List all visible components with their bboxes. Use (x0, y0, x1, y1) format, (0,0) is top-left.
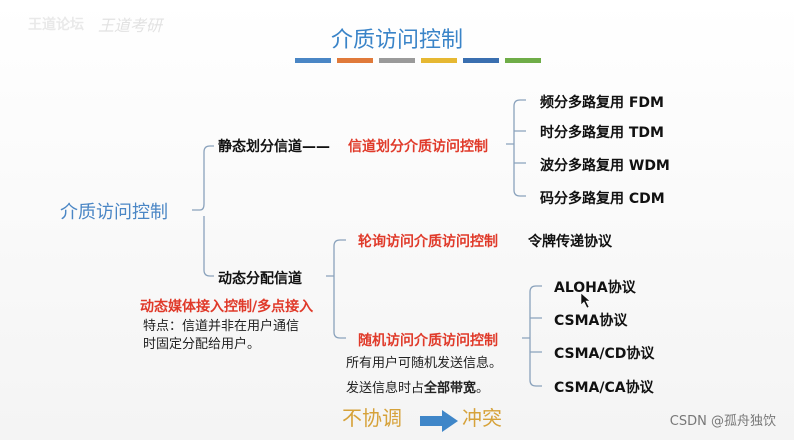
random-note-suffix: 。 (476, 381, 490, 396)
random-note-prefix: 发送信息时占 (346, 381, 425, 396)
channel-partition-mac-label: 信道划分介质访问控制 (348, 139, 488, 155)
protocol-csma-cd: CSMA/CD协议 (554, 346, 655, 362)
title-stripe (421, 58, 457, 63)
dynamic-media-access-label: 动态媒体接入控制/多点接入 (140, 299, 314, 315)
root-node-label: 介质访问控制 (60, 202, 168, 223)
collision-word: 冲突 (462, 406, 502, 430)
static-item-wdm: 波分多路复用 WDM (540, 158, 670, 174)
random-note-line2: 发送信息时占全部带宽。 (346, 380, 489, 398)
dynamic-brace (326, 239, 346, 339)
static-item-tdm: 时分多路复用 TDM (540, 125, 664, 141)
title-stripe (463, 58, 499, 63)
dynamic-feature-note-line1: 特点：信道并非在用户通信 (143, 319, 300, 334)
title-stripe (295, 58, 331, 63)
title-color-stripes (295, 58, 541, 63)
random-note-line1: 所有用户可随机发送信息。 (346, 356, 503, 371)
random-brace (522, 285, 542, 387)
right-arrow-icon (420, 410, 458, 432)
polling-mac-label: 轮询访问介质访问控制 (358, 234, 498, 250)
dynamic-feature-note-line2: 时固定分配给用户。 (143, 337, 261, 352)
forum-logo-text: 王道论坛 (28, 17, 84, 33)
root-brace (192, 145, 214, 277)
random-access-mac-label: 随机访问介质访问控制 (358, 333, 498, 349)
slide-title: 介质访问控制 (330, 28, 463, 53)
static-item-cdm: 码分多路复用 CDM (540, 191, 665, 207)
dynamic-channel-label: 动态分配信道 (218, 271, 302, 287)
uncoordinated-word: 不协调 (342, 406, 402, 430)
csdn-watermark: CSDN @孤舟独饮 (669, 414, 776, 429)
protocol-csma-ca: CSMA/CA协议 (554, 380, 654, 396)
static-brace (506, 99, 526, 197)
random-note-bold: 全部带宽 (424, 381, 477, 396)
title-stripe (379, 58, 415, 63)
title-stripe (505, 58, 541, 63)
protocol-csma: CSMA协议 (554, 313, 628, 329)
mouse-cursor-icon (580, 292, 591, 309)
forum-logo-script: 王道考研 (98, 16, 163, 35)
static-channel-label: 静态划分信道—— (218, 139, 330, 155)
title-stripe (337, 58, 373, 63)
static-item-fdm: 频分多路复用 FDM (540, 95, 664, 111)
token-passing-protocol: 令牌传递协议 (528, 234, 612, 250)
protocol-aloha: ALOHA协议 (554, 280, 636, 296)
